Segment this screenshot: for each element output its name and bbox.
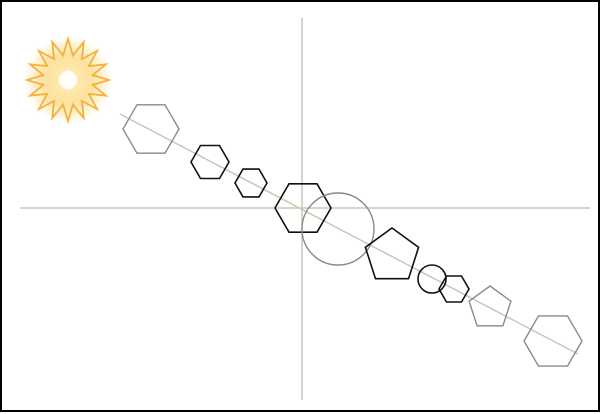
hexagon-shape-2 — [190, 144, 230, 180]
hexagon-shape-1 — [122, 104, 180, 154]
hexagon-shape-4 — [274, 183, 332, 233]
shapes-layer — [122, 104, 583, 367]
sun-icon — [23, 35, 113, 125]
pentagon-shape-6 — [364, 227, 420, 280]
diagonal-guide-line — [119, 113, 579, 355]
circle-shape-7 — [417, 264, 447, 294]
hexagon-shape-10 — [523, 315, 583, 367]
pentagon-shape-9 — [468, 285, 512, 327]
circle-shape-5 — [301, 192, 375, 266]
hexagon-shape-3 — [234, 168, 268, 198]
hexagon-shape-8 — [438, 275, 470, 303]
